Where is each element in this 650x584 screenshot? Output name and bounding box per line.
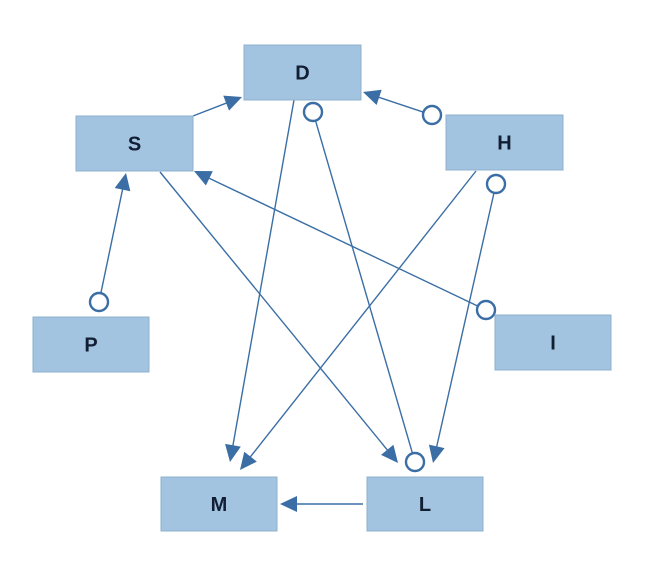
node-box [243,44,362,101]
edge-arrow-head [225,443,241,462]
node-box [494,314,612,371]
edge-p-to-s [88,173,131,313]
edge-arrow-head [381,444,398,463]
edge-line [192,101,229,117]
edge-line [159,171,390,452]
edge-arrow-head [280,496,297,512]
node-box [366,476,484,532]
edge-arrow-head [363,89,382,105]
node-box [75,115,194,172]
edge-arrow-head [240,451,257,470]
edge-circle-end [404,451,426,473]
node-label: L [419,494,431,516]
edge-circle-end [421,104,443,126]
edge-line [231,99,295,448]
edge-arrow-head [223,95,242,111]
node-p[interactable]: P [32,316,150,373]
node-box [32,316,150,373]
node-h[interactable]: H [445,114,564,171]
node-box [445,114,564,171]
node-l[interactable]: L [366,476,484,532]
node-box [160,476,278,532]
edge-arrow-head [194,171,213,186]
nodes-layer: D S H P I M L [32,44,612,532]
edge-l-to-m [280,496,363,512]
edge-line [207,176,479,307]
edge-s-to-l [159,171,398,463]
edge-line [314,120,414,454]
node-label: P [84,335,97,357]
edge-line [435,192,495,449]
edge-circle-end [88,291,110,313]
edge-circle-end [485,173,507,195]
edge-d-to-m [225,99,295,462]
edges-layer [88,89,507,512]
edge-s-to-d [192,95,242,117]
node-i[interactable]: I [494,314,612,371]
edge-i-to-s [194,171,497,321]
edge-arrow-head [428,444,445,463]
node-label: D [295,63,309,85]
edge-d-to-l [302,101,426,473]
edge-line [377,96,424,113]
node-s[interactable]: S [75,115,194,172]
node-label: H [497,133,511,155]
node-label: S [128,134,141,156]
edge-line [100,187,124,294]
node-m[interactable]: M [160,476,278,532]
edge-h-to-m [240,170,477,470]
node-label: I [550,333,556,355]
edge-circle-end [302,101,324,123]
edge-circle-end [475,299,497,321]
node-label: M [211,494,228,516]
node-d[interactable]: D [243,44,362,101]
edge-arrow-head [114,173,131,192]
edge-h-to-d [363,89,443,126]
edge-line [248,170,477,459]
edge-h-to-l [428,173,507,463]
